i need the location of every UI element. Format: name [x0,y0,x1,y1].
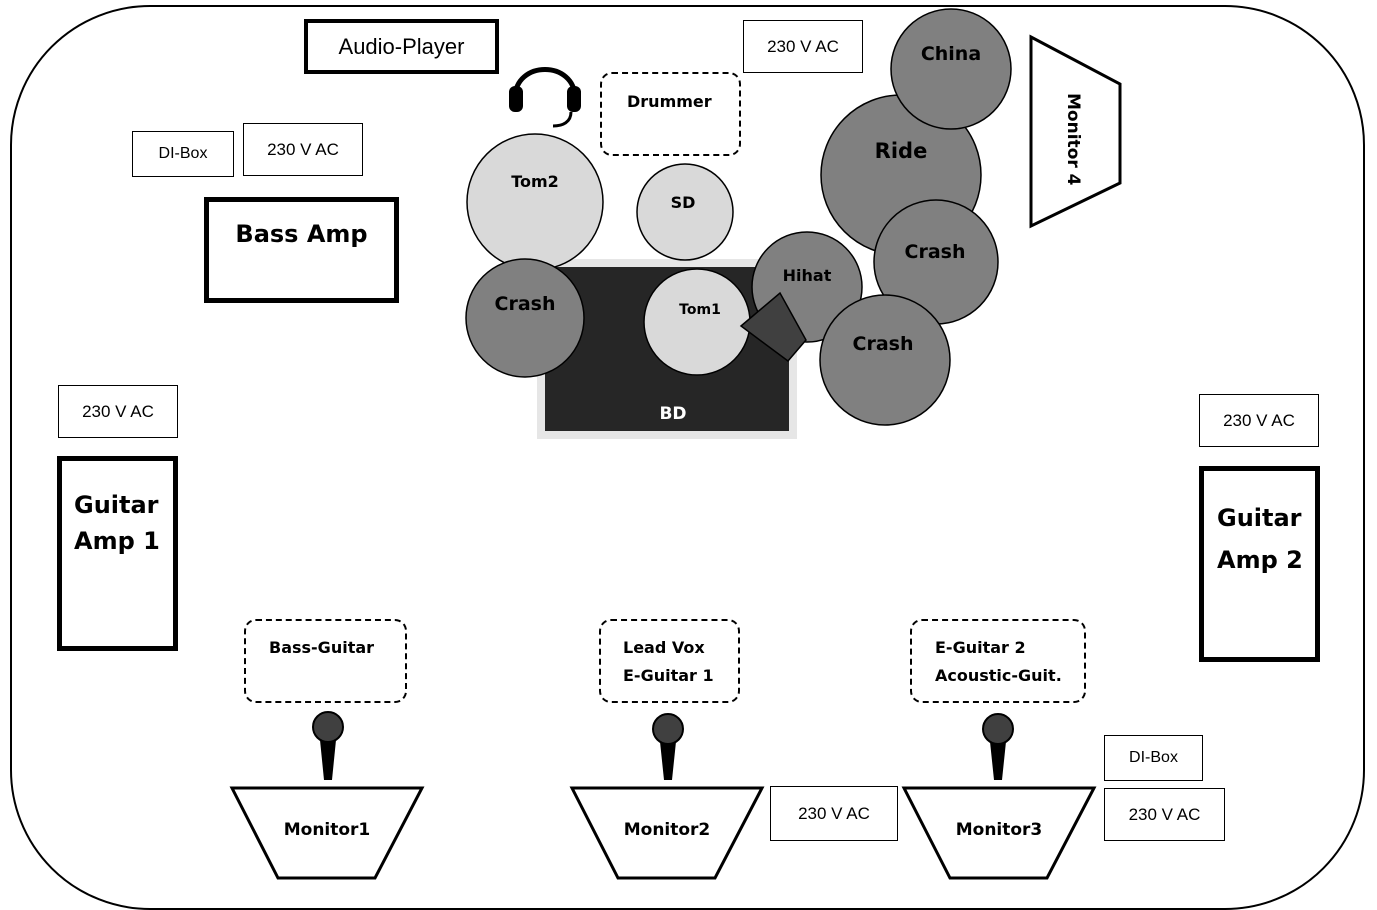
power-bass: 230 V AC [243,123,363,176]
power-guitar1-label: 230 V AC [82,401,154,421]
mic-2 [652,713,684,780]
crash-left [465,258,585,378]
tom2 [466,133,604,271]
monitor-1 [229,786,425,880]
hihat-pedal [739,291,807,363]
di-box-right-label: DI-Box [1129,749,1178,766]
bass-amp-label: Bass Amp [235,220,368,248]
e-guitar-2-line1: E-Guitar 2 [935,638,1026,657]
tom2-label: Tom2 [511,172,559,191]
mic-3 [982,713,1014,780]
di-box-right: DI-Box [1104,735,1203,781]
lead-vox-position: Lead Vox E-Guitar 1 [599,619,740,703]
audio-player-box: Audio-Player [304,19,499,74]
power-monitor2: 230 V AC [770,786,898,841]
power-drums-label: 230 V AC [767,36,839,56]
crash-right-upper-label: Crash [905,241,966,263]
power-monitor2-label: 230 V AC [798,803,870,823]
guitar-amp-1-line2: Amp 1 [74,527,160,555]
guitar-amp-2-line1: Guitar [1217,504,1302,532]
di-box-left-label: DI-Box [158,145,208,162]
di-box-left: DI-Box [132,131,234,177]
power-monitor3-label: 230 V AC [1128,804,1201,824]
drummer-label: Drummer [627,92,712,111]
drummer-position: Drummer [600,72,741,156]
crash-left-label: Crash [495,293,556,315]
monitor-4 [1029,34,1122,229]
bd-label: BD [659,404,686,424]
mic-1 [312,711,344,780]
monitor-2 [569,786,765,880]
monitor-3-label: Monitor3 [956,820,1043,840]
tom1-label: Tom1 [679,302,721,318]
lead-vox-line1: Lead Vox [623,638,705,657]
power-guitar1: 230 V AC [58,385,178,438]
china-label: China [921,43,981,65]
ride-label: Ride [875,139,928,163]
tom1 [643,268,751,376]
monitor-3 [901,786,1097,880]
snare-drum [636,163,734,261]
power-drums: 230 V AC [743,20,863,73]
crash-right-lower [819,294,951,426]
guitar-amp-1-line1: Guitar [74,491,159,519]
audio-player-label: Audio-Player [338,33,465,59]
monitor-2-label: Monitor2 [624,820,711,840]
lead-vox-line2: E-Guitar 1 [623,666,714,685]
china [890,8,1012,130]
e-guitar-2-position: E-Guitar 2 Acoustic-Guit. [910,619,1086,703]
power-guitar2: 230 V AC [1199,394,1319,447]
guitar-amp-2-line2: Amp 2 [1217,546,1303,574]
guitar-amp-2: Guitar Amp 2 [1199,466,1320,662]
hihat-label: Hihat [783,266,832,285]
sd-label: SD [671,193,696,212]
monitor-1-label: Monitor1 [284,820,371,840]
bass-amp: Bass Amp [204,197,399,303]
guitar-amp-1: Guitar Amp 1 [57,456,178,651]
power-guitar2-label: 230 V AC [1223,410,1295,430]
e-guitar-2-line2: Acoustic-Guit. [935,666,1062,685]
headphones-icon [509,67,581,128]
bass-guitar-position: Bass-Guitar [244,619,407,703]
monitor-4-label: Monitor 4 [1063,93,1083,186]
crash-right-lower-label: Crash [853,333,914,355]
power-bass-label: 230 V AC [267,139,339,159]
power-monitor3: 230 V AC [1104,788,1225,841]
bass-guitar-label: Bass-Guitar [269,638,375,657]
